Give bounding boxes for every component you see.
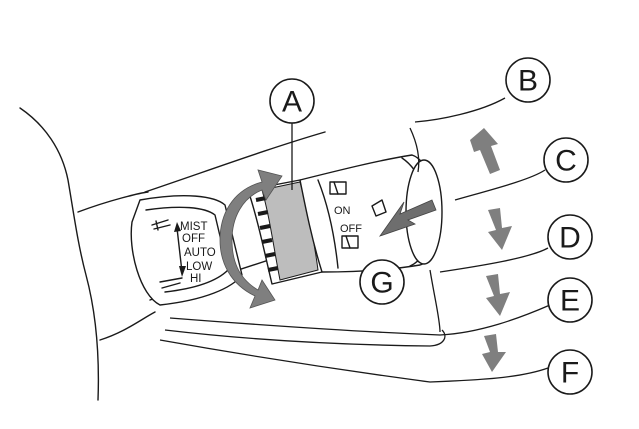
- washer-off-label: OFF: [340, 223, 362, 235]
- callout-a: A: [269, 78, 315, 124]
- up-arrow-icon: [470, 128, 500, 174]
- callout-b-letter: B: [518, 65, 538, 98]
- ring-ribs: [255, 196, 279, 272]
- callout-f: F: [547, 349, 593, 395]
- callout-d-letter: D: [559, 222, 581, 255]
- callout-g: G: [359, 259, 405, 305]
- position-label-auto: AUTO: [184, 247, 216, 259]
- callout-b: B: [505, 57, 551, 103]
- steering-column-outline: [19, 107, 100, 401]
- rear-wiper-icon: [159, 277, 183, 289]
- callout-g-letter: G: [370, 267, 393, 300]
- callout-d: D: [547, 214, 593, 260]
- position-label-hi: HI: [190, 273, 202, 285]
- front-wiper-icon: [151, 219, 171, 231]
- callout-c: C: [543, 137, 589, 183]
- position-label-low: LOW: [186, 261, 212, 273]
- washer-on-label: ON: [334, 205, 351, 217]
- wiper-position-labels: MIST OFF AUTO LOW HI: [180, 221, 216, 285]
- down-arrow-icon-d: [488, 208, 512, 250]
- washer-off-icon: [341, 235, 359, 249]
- position-label-off: OFF: [182, 233, 205, 245]
- down-arrow-icon-e: [486, 274, 510, 316]
- callout-a-letter: A: [282, 86, 302, 119]
- callout-e: E: [547, 277, 593, 323]
- position-arrow-icon: [174, 222, 186, 277]
- callout-e-letter: E: [560, 285, 580, 318]
- position-label-mist: MIST: [180, 221, 207, 233]
- callout-f-letter: F: [561, 357, 579, 390]
- rear-washer-icon: [371, 199, 387, 217]
- rotation-arrow-icon: [219, 169, 283, 309]
- twist-arrow-icon: [378, 199, 437, 237]
- leader-lines: [159, 97, 551, 383]
- down-arrow-icon-f: [482, 334, 506, 372]
- washer-ring-labels: ON OFF: [329, 181, 387, 249]
- callout-c-letter: C: [555, 145, 577, 178]
- washer-on-icon: [329, 181, 347, 195]
